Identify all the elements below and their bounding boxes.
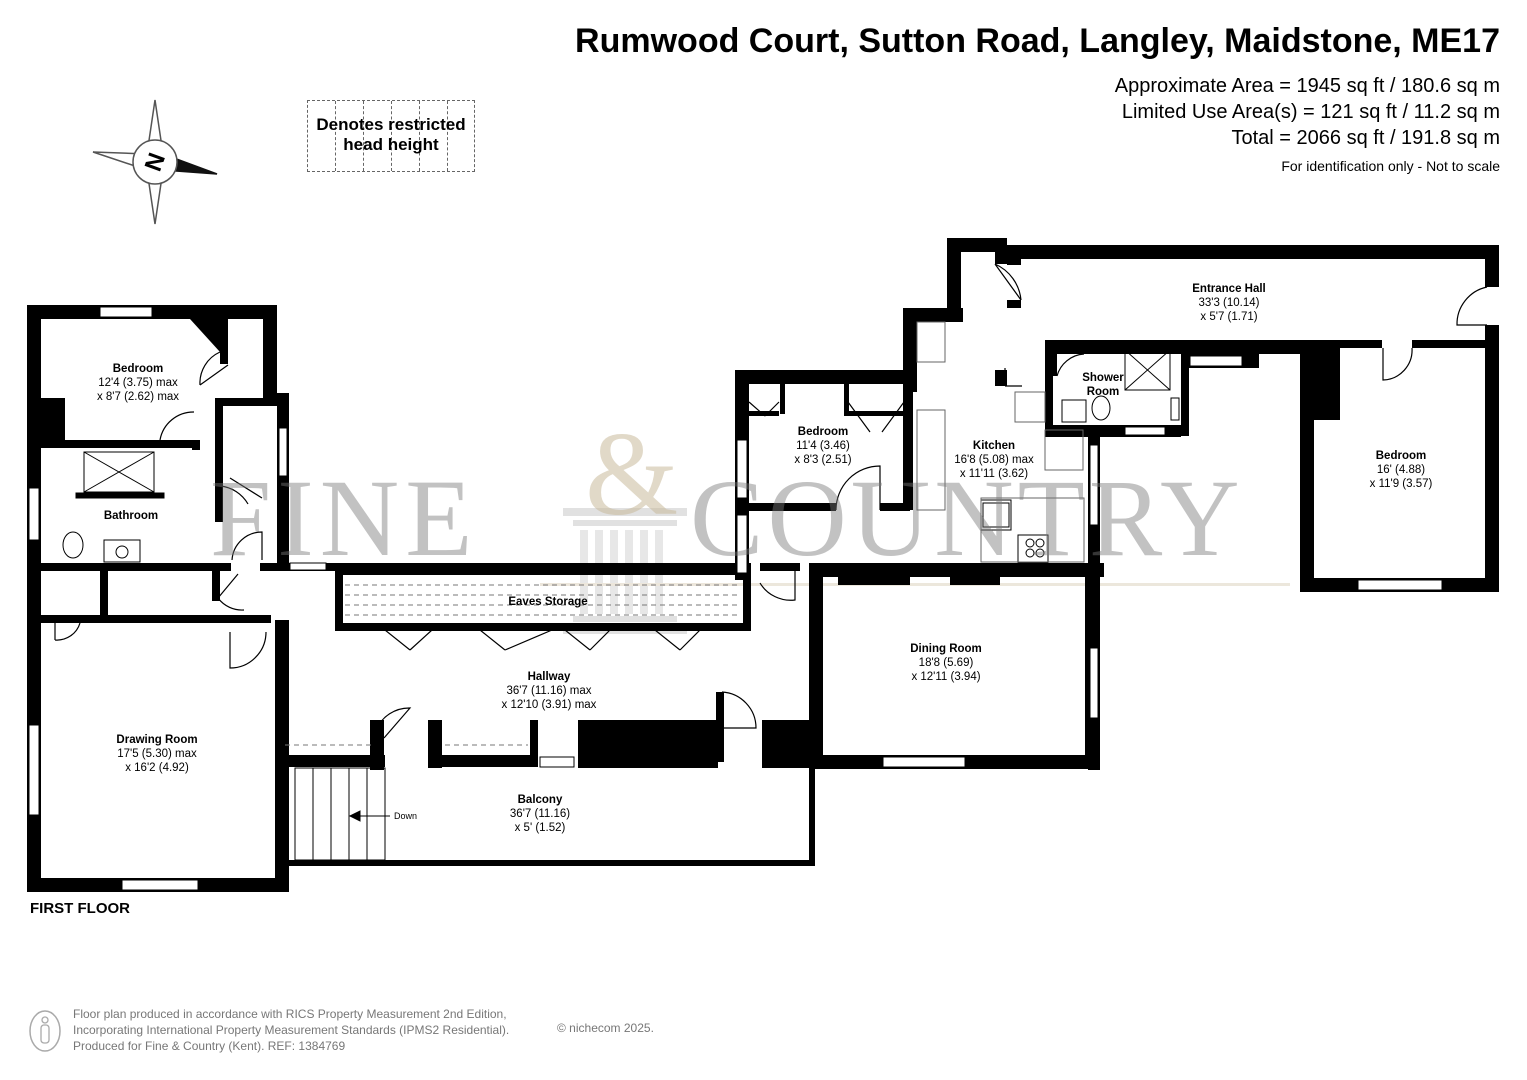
identification-note: For identification only - Not to scale: [1281, 158, 1500, 174]
approximate-area: Approximate Area = 1945 sq ft / 180.6 sq…: [1114, 75, 1500, 97]
room-bathroom: Bathroom: [103, 510, 159, 522]
floor-label: FIRST FLOOR: [30, 900, 130, 917]
room-drawing-room: Drawing Room 17'5 (5.30) max x 16'2 (4.9…: [116, 734, 198, 774]
restricted-height-lines: [285, 584, 740, 746]
room-bedroom-1: Bedroom 12'4 (3.75) max x 8'7 (2.62) max: [96, 363, 180, 403]
watermark-fine: FINE: [210, 457, 479, 579]
stairs: [294, 767, 390, 861]
limited-use-area: Limited Use Area(s) = 121 sq ft / 11.2 s…: [1121, 101, 1500, 123]
compass-north-icon: N: [92, 99, 218, 225]
watermark-country: COUNTRY: [690, 457, 1244, 579]
property-title: Rumwood Court, Sutton Road, Langley, Mai…: [575, 22, 1500, 60]
room-bedroom-3: Bedroom 16' (4.88) x 11'9 (3.57): [1369, 450, 1433, 490]
doors: [54, 263, 1488, 739]
footer-line-2: Incorporating International Property Mea…: [73, 1023, 510, 1037]
restricted-height-legend: Denotes restricted head height: [307, 100, 475, 172]
room-bedroom-2: Bedroom 11'4 (3.46) x 8'3 (2.51): [794, 426, 852, 466]
watermark-ampersand: &: [585, 407, 679, 540]
room-kitchen: Kitchen 16'8 (5.08) max x 11'11 (3.62): [954, 440, 1034, 480]
legend-line-2: head height: [343, 135, 439, 154]
fittings: [62, 321, 1171, 564]
copyright: © nichecom 2025.: [557, 1021, 654, 1035]
footer-line-1: Floor plan produced in accordance with R…: [73, 1007, 507, 1021]
footer-text: Floor plan produced in accordance with R…: [73, 1006, 509, 1054]
windows: [28, 306, 1443, 891]
walls: [27, 238, 1499, 892]
room-dining-room: Dining Room 18'8 (5.69) x 12'11 (3.94): [910, 643, 982, 683]
legend-line-1: Denotes restricted: [316, 115, 466, 134]
room-balcony: Balcony 36'7 (11.16) x 5' (1.52): [509, 794, 571, 834]
stairs-down-label: Down: [394, 811, 418, 821]
footer-line-3: Produced for Fine & Country (Kent). REF:…: [73, 1039, 346, 1053]
room-hallway: Hallway 36'7 (11.16) max x 12'10 (3.91) …: [501, 671, 597, 711]
room-shower-room: Shower Room: [1082, 372, 1124, 398]
person-icon: [29, 1010, 61, 1052]
total-area: Total = 2066 sq ft / 191.8 sq m: [1231, 127, 1501, 149]
room-entrance-hall: Entrance Hall 33'3 (10.14) x 5'7 (1.71): [1192, 283, 1266, 323]
room-eaves-storage: Eaves Storage: [508, 596, 588, 608]
